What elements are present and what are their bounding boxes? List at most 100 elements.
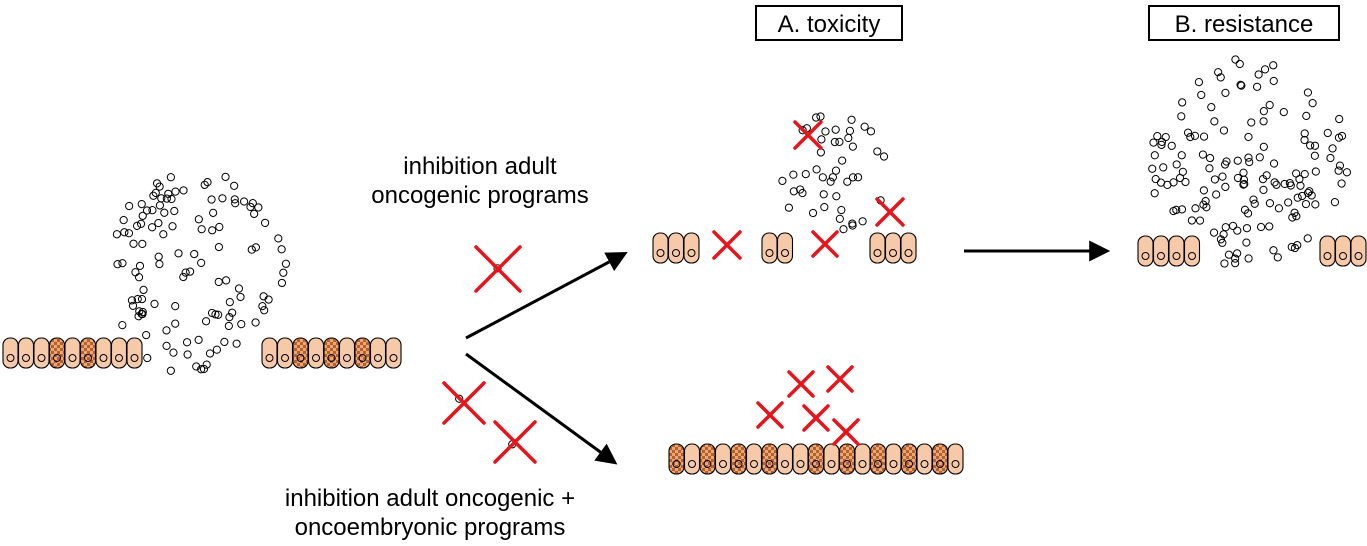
tumor-cell: [281, 259, 291, 268]
toxicity-label: A. toxicity: [777, 11, 881, 38]
resistant-cell: [1157, 140, 1166, 149]
tumor-cell: [201, 317, 211, 326]
tumor-cell: [138, 239, 147, 249]
tumor-cell: [222, 276, 231, 285]
resistant-cell: [1198, 150, 1207, 159]
resistant-cell: [1290, 243, 1300, 253]
tumor-cell: [124, 229, 134, 238]
tumor-cell: [152, 179, 162, 188]
tumor-cell: [214, 242, 224, 252]
epithelial-cell: [261, 337, 278, 369]
tumor-cell: [236, 292, 245, 302]
tumor-cell: [207, 195, 216, 204]
tumor-cell: [225, 313, 234, 322]
cross-mark: [793, 120, 823, 150]
resistant-cell: [838, 156, 847, 165]
tumor-cell: [155, 259, 164, 269]
tumor-cell: [230, 195, 239, 204]
resistant-cell: [816, 112, 825, 121]
resistant-cell: [784, 203, 794, 212]
resistant-cell: [1218, 238, 1227, 247]
response-panel: [668, 365, 964, 475]
tumor-cell: [138, 309, 147, 319]
resistant-cell: [1335, 161, 1345, 170]
tumor-cell: [120, 228, 129, 237]
tumor-cell: [251, 243, 260, 252]
tumor-cell: [147, 223, 157, 232]
tumor-cell: [237, 320, 246, 329]
resistant-cell: [1224, 250, 1234, 259]
resistant-cell: [848, 219, 857, 228]
cross-mark: [493, 420, 537, 464]
resistant-cell: [1218, 172, 1227, 181]
resistant-cell: [1148, 164, 1157, 173]
tumor-cell: [162, 326, 171, 335]
cross-mark: [712, 230, 742, 260]
resistant-cell: [1187, 216, 1196, 225]
resistant-cell: [1157, 137, 1167, 146]
epithelial-cell: [667, 232, 685, 264]
resistant-cell: [1209, 228, 1219, 237]
resistant-cell: [1335, 114, 1344, 124]
resistant-cell: [1301, 199, 1311, 209]
epithelial-cell: [369, 337, 387, 369]
resistant-cell: [1253, 82, 1262, 91]
resistant-cell: [1199, 200, 1208, 209]
resistant-cell: [1235, 59, 1244, 69]
resistant-cell: [1259, 107, 1268, 116]
resistant-cell: [1210, 117, 1219, 126]
tumor-cell: [132, 221, 142, 230]
tumor-cell: [260, 218, 270, 227]
resistant-cell: [831, 125, 840, 134]
resistant-cell: [848, 142, 857, 151]
tumor-cell: [169, 348, 178, 357]
resistant-cell: [1178, 98, 1187, 107]
tumor-cell: [171, 187, 180, 196]
epithelial-cell: [652, 232, 669, 264]
epithelial-cell: [1319, 235, 1336, 267]
resistant-cell: [1254, 70, 1263, 79]
resistant-cell: [1259, 185, 1268, 194]
cross-mark: [875, 197, 905, 227]
tumor-cell: [127, 296, 137, 305]
tumor-cell: [228, 308, 237, 317]
epithelial-cell: [307, 337, 325, 369]
resistant-cell: [821, 127, 830, 136]
resistant-cell: [1334, 133, 1344, 142]
resistant-cell: [1240, 179, 1249, 189]
tumor-cell: [171, 302, 180, 311]
resistant-cell: [1240, 205, 1250, 214]
resistant-cell: [860, 122, 869, 131]
tumor-cell: [129, 239, 138, 248]
epithelial-cell: [17, 337, 35, 369]
tumor-cell: [218, 194, 227, 203]
epithelial-cell: [900, 443, 918, 475]
resistant-cell: [835, 214, 844, 223]
resistant-cell: [837, 205, 846, 215]
resistant-cell: [1220, 160, 1230, 169]
tumor-cell: [170, 206, 179, 216]
resistant-cell: [1163, 180, 1172, 190]
tumor-cell: [197, 258, 206, 267]
resistant-cell: [1256, 222, 1266, 232]
tumor-cell: [230, 181, 239, 190]
tumor-cell: [135, 261, 145, 270]
tumor-cell: [202, 360, 211, 369]
cross-mark: [787, 370, 815, 398]
resistant-cell: [1328, 144, 1337, 153]
resistant-cell: [1274, 204, 1284, 213]
resistant-cell: [1311, 167, 1320, 176]
cross-mark: [756, 401, 784, 429]
tumor-cell: [246, 202, 255, 211]
resistant-cell: [1303, 234, 1312, 243]
resistant-cell: [778, 176, 787, 185]
tumor-cell: [118, 259, 127, 268]
resistant-cell: [1239, 168, 1248, 177]
tumor-cell: [174, 249, 183, 258]
epithelial-cell: [323, 337, 340, 369]
toxicity-panel: [652, 112, 917, 264]
tumor-cell: [138, 211, 147, 220]
resistant-cell: [1199, 132, 1209, 141]
tumor-cell: [171, 319, 180, 328]
tumor-cell: [225, 297, 234, 307]
